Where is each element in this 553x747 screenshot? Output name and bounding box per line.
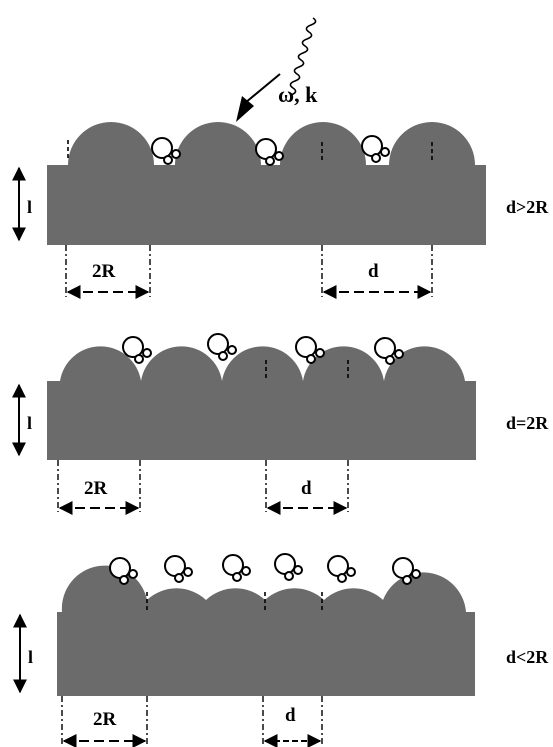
wave-arrow-head-icon (236, 96, 254, 122)
spacing-label: d (301, 478, 312, 499)
molecule-icon (392, 557, 421, 585)
cap-center-marks (265, 360, 349, 380)
adsorbed-molecules (151, 135, 390, 166)
molecule-icon (361, 135, 390, 163)
radius-label: 2R (92, 261, 116, 282)
panel-d-lt-2r: l 2R d d<2R (13, 553, 549, 747)
cap-center-marks (146, 592, 323, 612)
thickness-label: l (27, 197, 32, 217)
substrate-with-caps (47, 346, 476, 460)
molecule-icon (327, 555, 356, 583)
panel-d-eq-2r: l 2R d d=2R (12, 333, 549, 515)
molecule-icon (255, 138, 284, 166)
molecule-icon (374, 337, 404, 365)
molecule-icon (222, 554, 251, 582)
spacing-label: d (368, 261, 379, 282)
wave-arrow-shaft (244, 73, 281, 104)
wavy-line-icon (289, 17, 317, 96)
spacing-label: d (285, 705, 296, 726)
radius-extent-lines (61, 696, 148, 745)
condition-label: d>2R (506, 197, 549, 217)
molecule-icon (295, 336, 325, 364)
molecule-icon (207, 333, 237, 361)
radius-label: 2R (84, 478, 108, 499)
spacing-extent-lines (321, 245, 433, 297)
molecule-icon (274, 553, 303, 581)
molecule-icon (164, 555, 193, 583)
thickness-label: l (27, 413, 32, 433)
molecule-icon (122, 336, 152, 364)
radius-extent-lines (57, 460, 141, 512)
condition-label: d=2R (506, 413, 549, 433)
wave-label: ω, k (278, 82, 318, 107)
adsorbed-molecules (122, 333, 404, 365)
spacing-extent-lines (262, 696, 323, 745)
substrate-with-caps (47, 122, 486, 245)
substrate-with-caps (57, 565, 475, 696)
panel-d-gt-2r: l 2R d d>2R (12, 122, 549, 299)
incident-wave (236, 17, 317, 122)
cap-center-marks (67, 140, 433, 162)
adsorbed-molecules (109, 553, 421, 585)
spacing-extent-lines (265, 460, 349, 512)
radius-label: 2R (93, 709, 117, 730)
radius-extent-lines (65, 245, 151, 297)
molecule-icon (151, 137, 181, 165)
thickness-label: l (28, 647, 33, 667)
condition-label: d<2R (506, 647, 549, 667)
molecule-icon (109, 557, 138, 585)
